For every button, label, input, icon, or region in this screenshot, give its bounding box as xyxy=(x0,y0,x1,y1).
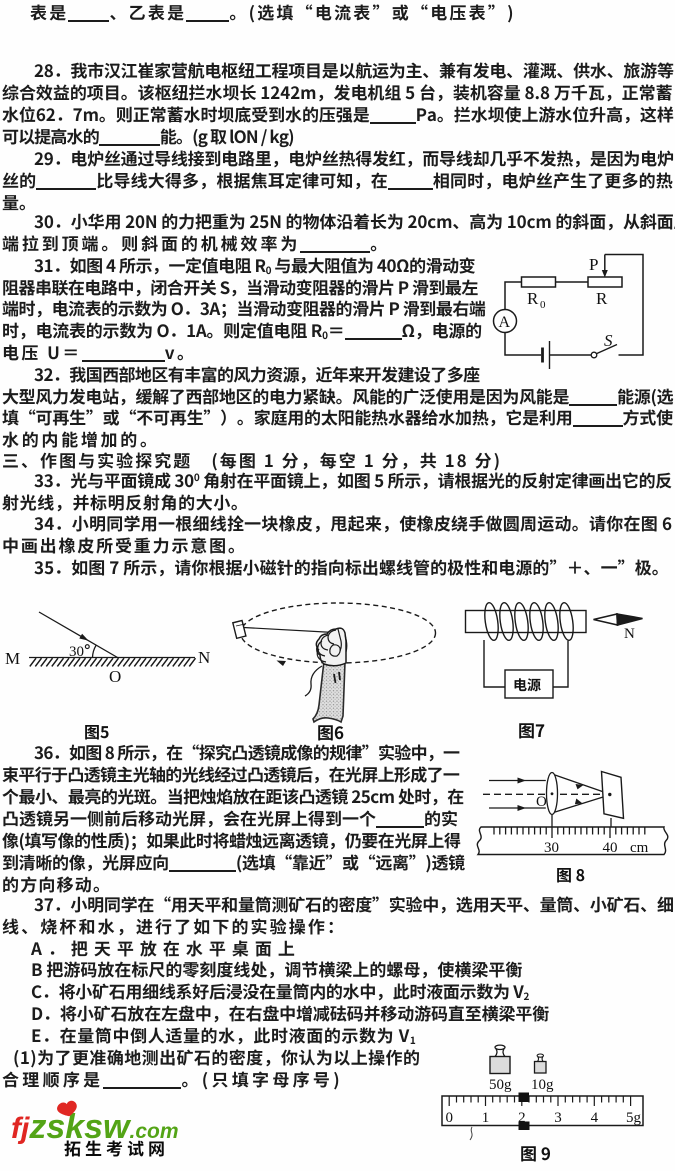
svg-text:3: 3 xyxy=(554,1110,562,1126)
svg-text:0: 0 xyxy=(540,299,546,311)
svg-text:电源: 电源 xyxy=(513,675,541,695)
svg-text:O: O xyxy=(536,794,547,810)
svg-text:A: A xyxy=(499,314,511,331)
svg-text:P: P xyxy=(589,255,598,274)
svg-text:5g: 5g xyxy=(626,1110,642,1126)
svg-text:图7: 图7 xyxy=(518,717,545,742)
svg-text:4: 4 xyxy=(591,1110,599,1126)
svg-text:50g: 50g xyxy=(489,1077,512,1093)
svg-text:S: S xyxy=(604,331,613,350)
svg-text:1: 1 xyxy=(482,1110,490,1126)
svg-text:40: 40 xyxy=(603,840,618,856)
svg-text:0: 0 xyxy=(446,1110,454,1126)
svg-text:M: M xyxy=(5,649,20,668)
svg-text:R: R xyxy=(527,289,539,308)
svg-text:30: 30 xyxy=(69,644,84,660)
svg-text:图 8: 图 8 xyxy=(556,862,585,886)
svg-text:图 9: 图 9 xyxy=(520,1140,551,1165)
svg-text:cm: cm xyxy=(630,840,649,856)
svg-text:N: N xyxy=(624,626,635,642)
svg-text:2: 2 xyxy=(518,1110,526,1126)
svg-text:30: 30 xyxy=(544,840,559,856)
svg-text:O: O xyxy=(109,667,121,686)
svg-text:R: R xyxy=(596,289,608,308)
svg-text:图5: 图5 xyxy=(84,719,109,743)
svg-text:图6: 图6 xyxy=(317,719,344,744)
svg-text:10g: 10g xyxy=(531,1077,554,1093)
svg-text:N: N xyxy=(198,648,210,667)
